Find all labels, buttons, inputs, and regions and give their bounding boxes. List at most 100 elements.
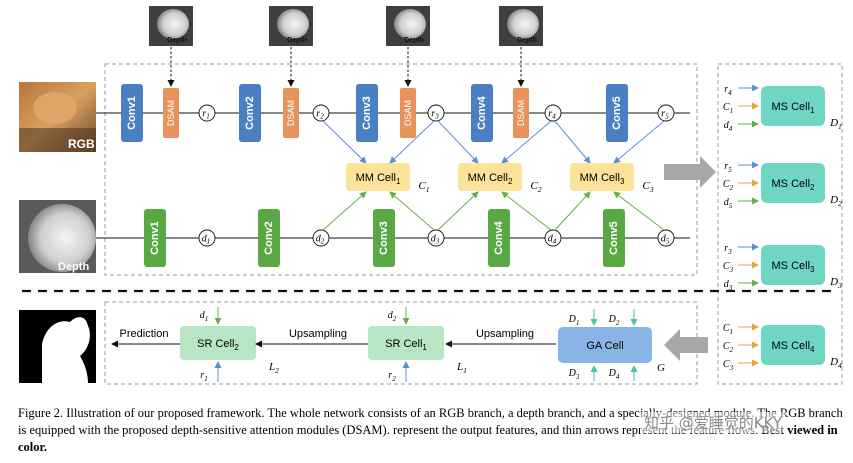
to-ms-arrow [664,156,716,188]
sr-output-l2: L2 [268,361,279,375]
svg-text:GA Cell: GA Cell [586,340,623,352]
ms-cell-4: MS Cell4 [761,325,825,365]
rgb-conv-2-label: Conv2 [244,96,256,130]
svg-text:d2: d2 [316,234,325,246]
watermark: 知乎 @爱睡觉的KKY [640,412,787,433]
ms-output-d3: D3 [829,276,842,290]
svg-text:Depth: Depth [167,37,187,44]
depth-feature-d3: d3 [427,229,445,247]
dsam-4: DSAM [513,88,529,138]
depth-feature-d4: d4 [544,229,562,247]
svg-text:r2: r2 [316,109,324,121]
svg-text:r5: r5 [661,109,669,121]
flow-r2-mm1 [322,120,367,164]
svg-text:r4: r4 [548,109,556,121]
svg-text:DSAM: DSAM [166,100,176,126]
upsampling-label-2: Upsampling [289,328,347,340]
depth-conv-4: Conv4 [488,209,510,267]
flow-d3-mm2 [437,191,479,231]
svg-text:MM Cell1: MM Cell1 [356,172,401,186]
flow-r3-mm2 [437,120,479,164]
ga-cell: GA Cell [558,327,652,363]
svg-text:d4: d4 [548,234,557,246]
depth-thumbnail-3: Depth [386,6,430,87]
svg-text:d1: d1 [202,234,211,246]
ms2-input-3: d5 [724,197,733,210]
ms-cell-2: MS Cell2 [761,163,825,203]
depth-conv-1: Conv1 [144,209,166,267]
figure-label: Figure 2. [18,406,64,420]
rgb-conv-4-label: Conv4 [476,95,488,130]
ga-input-D1: D1 [568,314,580,327]
sr2-top-input: d1 [200,310,209,323]
depth-conv-3-label: Conv3 [378,221,390,255]
flow-r4-mm2 [501,120,552,164]
svg-text:Depth: Depth [517,37,537,44]
flow-r4-mm3 [554,120,591,164]
svg-text:Depth: Depth [404,37,424,44]
sr-output-l1: L1 [456,361,467,375]
ga-input-D4: D4 [608,368,620,381]
rgb-conv-3: Conv3 [356,84,378,142]
svg-text:MS Cell4: MS Cell4 [772,340,816,354]
ms4-input-3: C3 [723,359,734,372]
rgb-feature-r5: r5 [657,104,675,122]
flow-r5-mm3 [613,120,665,164]
ga-input-D3: D3 [568,368,580,381]
depth-conv-1-label: Conv1 [149,221,161,255]
caption-text-1: Illustration of our proposed framework. … [66,406,711,420]
svg-text:r3: r3 [431,109,439,121]
ms-output-d2: D2 [829,194,842,208]
caption-text-2b: represent [392,423,439,437]
ms2-input-2: C2 [723,179,734,192]
svg-text:SR Cell1: SR Cell1 [385,338,427,352]
ms2-input-1: r5 [724,161,732,174]
svg-text:DSAM: DSAM [403,100,413,126]
sr-cell-1: SR Cell1 [368,326,444,360]
depth-feature-d1: d1 [198,229,216,247]
encoder-box [104,63,698,276]
ms-cell-1: MS Cell1 [761,86,825,126]
ms4-input-2: C2 [723,341,734,354]
mm-cell-2: MM Cell2 [458,163,522,191]
svg-text:DSAM: DSAM [286,100,296,126]
flow-d5-mm3 [613,191,665,231]
depth-conv-4-label: Conv4 [493,220,505,255]
rgb-conv-1: Conv1 [121,84,143,142]
flow-d4-mm2 [501,191,552,231]
depth-conv-5-label: Conv5 [608,221,620,255]
ms3-input-3: d3 [724,279,733,292]
sr-cell-2: SR Cell2 [180,326,256,360]
depth-conv-2: Conv2 [258,209,280,267]
ms1-input-2: C1 [723,102,733,115]
svg-text:d5: d5 [661,234,670,246]
mm-output-c1: C1 [418,180,429,194]
svg-text:r1: r1 [202,109,209,121]
depth-thumbnail-4: Depth [499,6,543,87]
rgb-input-image: RGB [19,82,96,152]
rgb-feature-r4: r4 [544,104,562,122]
depth-thumbnail-1: Depth [149,6,193,87]
flow-d2-mm1 [322,191,367,231]
rgb-conv-5: Conv5 [606,84,628,142]
rgb-label: RGB [68,137,95,151]
rgb-feature-r2: r2 [312,104,330,122]
rgb-conv-2: Conv2 [239,84,261,142]
svg-text:SR Cell2: SR Cell2 [197,338,239,352]
dsam-2: DSAM [283,88,299,138]
mm-output-c3: C3 [642,180,653,194]
sr1-top-input: d2 [388,310,397,323]
depth-input-label: Depth [58,261,89,273]
ms-cells-box [717,63,843,385]
dsam-1: DSAM [163,88,179,138]
depth-feature-d5: d5 [657,229,675,247]
flow-d4-mm3 [554,191,591,231]
svg-text:MS Cell2: MS Cell2 [772,178,816,192]
depth-conv-5: Conv5 [603,209,625,267]
mm-cell-1: MM Cell1 [346,163,410,191]
mm-output-c2: C2 [530,180,541,194]
ms-output-d1: D1 [829,117,842,131]
svg-text:MS Cell1: MS Cell1 [772,101,816,115]
flow-r3-mm1 [389,120,435,164]
